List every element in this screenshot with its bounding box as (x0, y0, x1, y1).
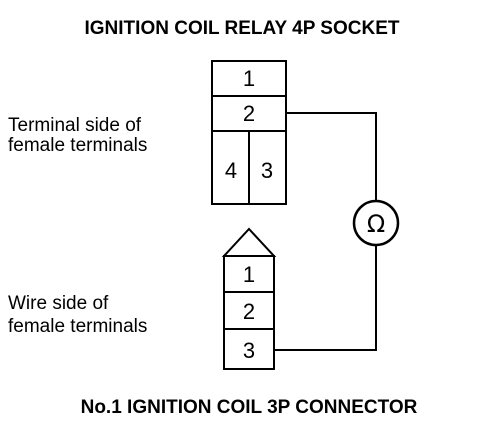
relay-4p-socket: 1 2 4 3 (211, 60, 287, 205)
ohmmeter-icon: Ω (352, 199, 400, 247)
coil-terminal-2: 2 (243, 299, 255, 324)
relay-terminal-1: 1 (243, 66, 255, 91)
coil-3p-connector: 1 2 3 (221, 227, 277, 370)
coil-terminal-1: 1 (243, 262, 255, 287)
connector-lock-tab (221, 227, 277, 257)
ohmmeter-circle (352, 199, 400, 247)
relay-socket-side-label-line1: Terminal side of (8, 115, 142, 136)
relay-socket-title: IGNITION COIL RELAY 4P SOCKET (85, 18, 400, 39)
coil-terminal-3: 3 (243, 338, 255, 363)
relay-terminal-4: 4 (225, 158, 237, 183)
test-lead-lower (274, 245, 377, 351)
coil-connector-side-label-line2: female terminals (8, 316, 147, 337)
relay-terminal-2: 2 (243, 101, 255, 126)
coil-connector-side-label-line1: Wire side of (8, 293, 109, 314)
coil-connector-title: No.1 IGNITION COIL 3P CONNECTOR (81, 397, 418, 418)
relay-terminal-3: 3 (261, 158, 273, 183)
test-lead-upper (286, 112, 377, 201)
coil-connector-outline (223, 255, 275, 370)
relay-socket-side-label-line2: female terminals (8, 135, 147, 156)
ohm-symbol: Ω (367, 210, 385, 238)
